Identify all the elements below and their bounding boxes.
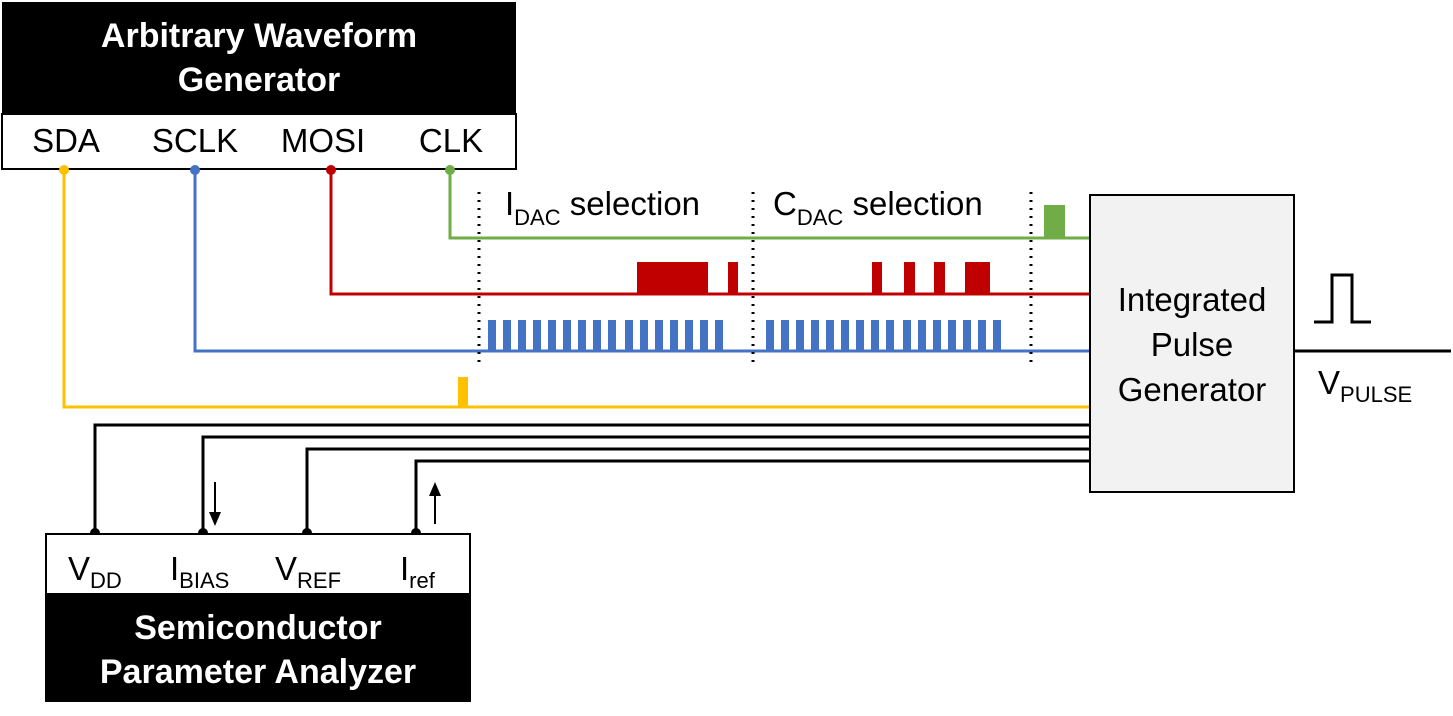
awg-pin-bar <box>1 113 517 170</box>
sclk-pulse <box>811 320 819 351</box>
sclk-pulse <box>781 320 789 351</box>
sclk-pulses <box>488 320 1001 351</box>
awg-pin-sda: SDA <box>32 122 100 159</box>
sclk-pulse <box>903 320 911 351</box>
awg-pin-sclk: SCLK <box>152 122 238 159</box>
spa-pin-ibias: IBIAS <box>170 550 229 593</box>
sclk-pulse <box>518 320 526 351</box>
ibias-arrow-down-icon <box>209 512 221 526</box>
sda-pulses <box>458 377 468 407</box>
awg-title-line2: Generator <box>178 61 341 99</box>
ipg-block: Integrated Pulse Generator <box>1089 194 1295 493</box>
sclk-pulse <box>488 320 496 351</box>
sda-wire <box>62 170 1090 409</box>
mosi-pulse <box>965 262 990 294</box>
mosi-pulse <box>637 262 708 294</box>
sclk-dot <box>190 165 200 175</box>
signal-wires <box>62 170 1090 409</box>
spa-pin-vref: VREF <box>275 550 341 593</box>
current-arrows <box>209 482 441 526</box>
sclk-pulse <box>918 320 926 351</box>
awg-pin-mosi: MOSI <box>281 122 365 159</box>
sclk-pulse <box>593 320 601 351</box>
sclk-pulse <box>640 320 648 351</box>
sclk-wire <box>193 170 1090 353</box>
sclk-pulse <box>886 320 894 351</box>
sclk-pulse <box>700 320 708 351</box>
clk-wire <box>448 170 1090 240</box>
pulse-symbol-icon <box>1314 273 1371 324</box>
mosi-pulse <box>904 262 915 294</box>
sclk-pulse <box>978 320 986 351</box>
sclk-pulse <box>670 320 678 351</box>
clk-dot <box>445 165 455 175</box>
awg-title-line1: Arbitrary Waveform <box>101 17 417 55</box>
ipg-box <box>1089 194 1295 493</box>
idac-selection-label: IDAC selection <box>505 185 700 230</box>
sclk-pulse <box>548 320 556 351</box>
sda-pulse <box>458 377 468 407</box>
ipg-label-line3: Generator <box>1118 371 1267 408</box>
spa-title-bar <box>45 594 471 702</box>
iref-arrow-up-icon <box>429 482 441 496</box>
bias-wires <box>93 423 1090 533</box>
sclk-pulse <box>993 320 1001 351</box>
cdac-selection-label: CDAC selection <box>773 185 983 230</box>
spa-pin-iref: Iref <box>400 550 436 593</box>
sclk-pulse <box>856 320 864 351</box>
sclk-pulse <box>715 320 723 351</box>
vdd-wire <box>93 423 1090 533</box>
sclk-pulse <box>563 320 571 351</box>
spa-pin-vdd: VDD <box>68 550 122 593</box>
mosi-wire <box>329 170 1090 296</box>
ibias-wire <box>201 435 1090 533</box>
sclk-pulse <box>503 320 511 351</box>
sclk-pulse <box>933 320 941 351</box>
spa-block: VDD IBIAS VREF Iref Semiconductor Parame… <box>45 533 471 702</box>
clk-pulse <box>1044 205 1065 238</box>
mosi-pulse <box>934 262 945 294</box>
sclk-pulse <box>578 320 586 351</box>
iref-wire <box>414 459 1090 533</box>
awg-block: Arbitrary Waveform Generator SDA SCLK MO… <box>1 2 517 170</box>
phase-separators <box>477 192 1033 365</box>
sclk-pulse <box>685 320 693 351</box>
ipg-label-line2: Pulse <box>1151 326 1234 363</box>
awg-pin-dots <box>59 165 455 175</box>
spa-pin-bar <box>45 533 471 595</box>
sda-dot <box>59 165 69 175</box>
sclk-pulse <box>625 320 633 351</box>
sclk-pulse <box>871 320 879 351</box>
sclk-pulse <box>841 320 849 351</box>
spa-title-line2: Parameter Analyzer <box>100 653 416 691</box>
sclk-pulse <box>533 320 541 351</box>
output-section: VPULSE <box>1294 273 1451 407</box>
ipg-label-line1: Integrated <box>1118 281 1267 318</box>
sclk-pulse <box>608 320 616 351</box>
sclk-pulse <box>766 320 774 351</box>
sclk-pulse <box>655 320 663 351</box>
mosi-pulse <box>728 262 738 294</box>
spa-title-line1: Semiconductor <box>134 609 381 647</box>
mosi-pulse <box>872 262 882 294</box>
sclk-pulse <box>796 320 804 351</box>
sclk-pulse <box>963 320 971 351</box>
sclk-pulse <box>826 320 834 351</box>
clk-pulses <box>1044 205 1065 238</box>
vref-wire <box>305 447 1090 533</box>
mosi-dot <box>326 165 336 175</box>
mosi-pulses <box>637 262 990 294</box>
sclk-pulse <box>948 320 956 351</box>
vpulse-label: VPULSE <box>1318 364 1412 407</box>
awg-pin-clk: CLK <box>419 122 483 159</box>
awg-title-bar <box>2 2 516 114</box>
